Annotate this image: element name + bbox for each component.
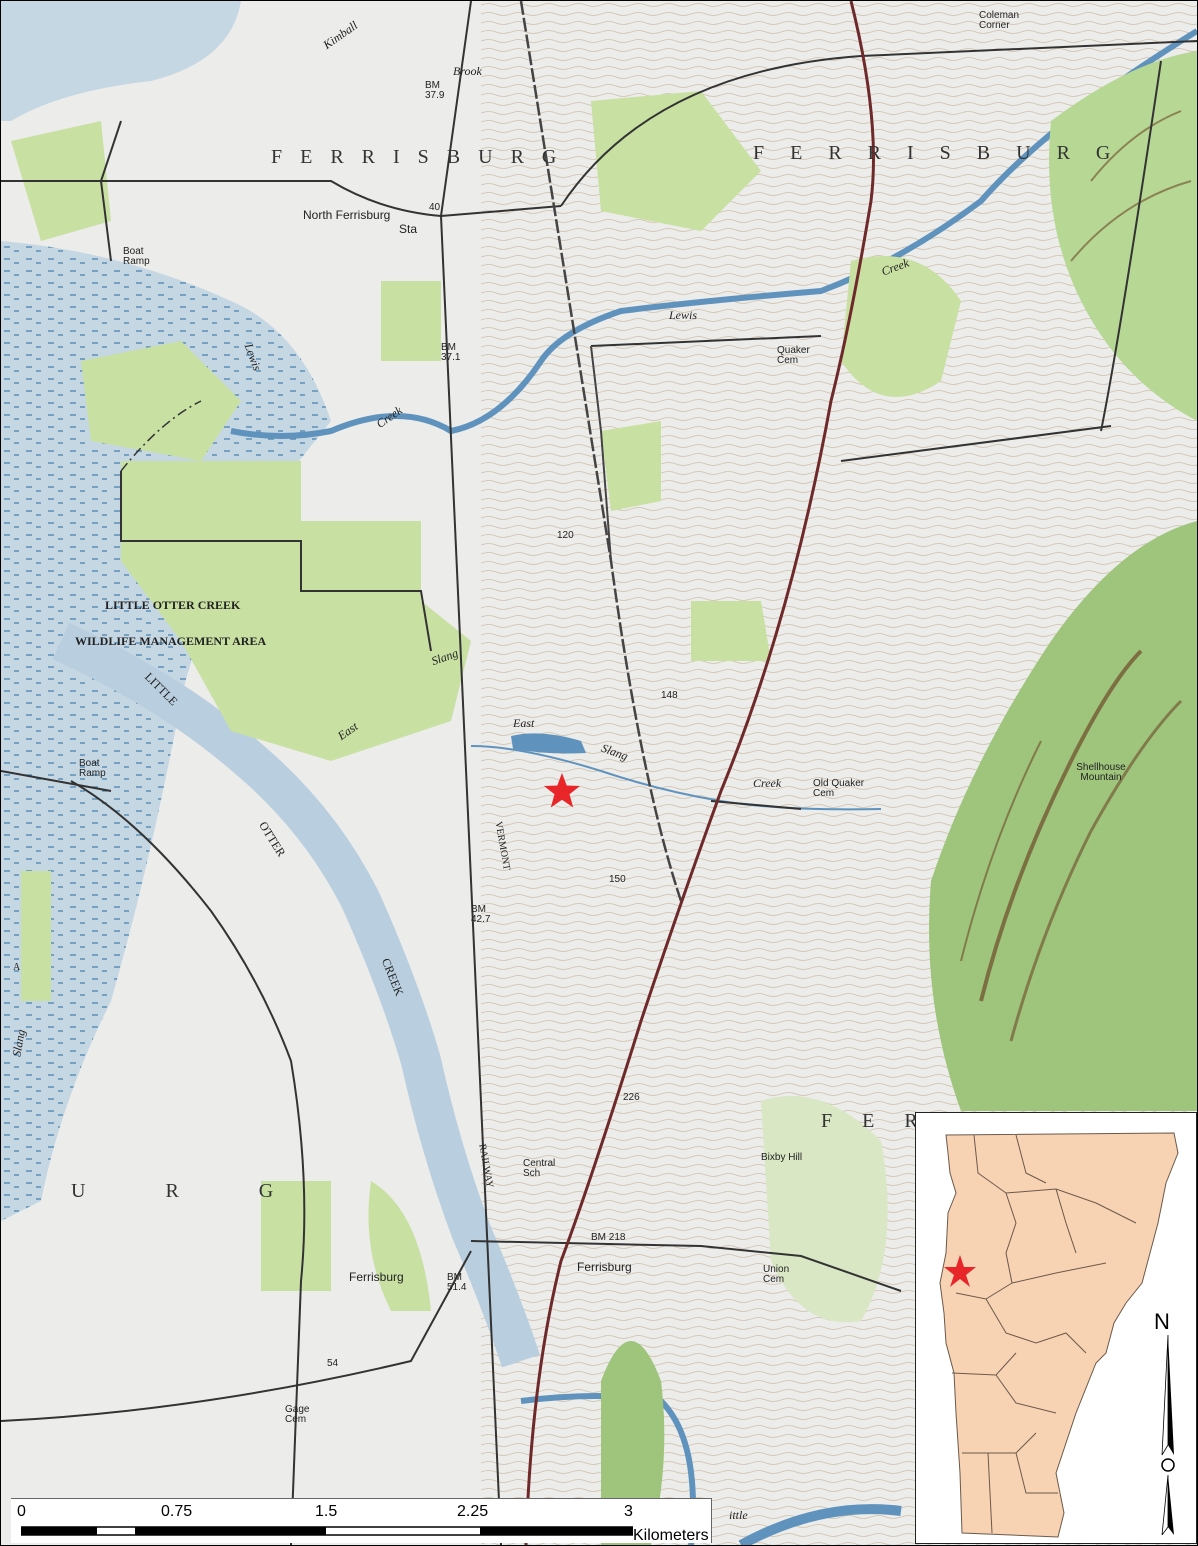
edge-letter-a: A xyxy=(13,962,21,973)
shellhouse-mountain-label: Shellhouse Mountain xyxy=(1076,762,1126,783)
elevation-150: 150 xyxy=(609,874,626,885)
scale-units-label: Kilometers xyxy=(633,1527,709,1544)
bixby-hill-label: Bixby Hill xyxy=(761,1152,803,1163)
scale-tick-3: 3 xyxy=(624,1503,633,1520)
brook-label: Brook xyxy=(453,64,482,78)
south-river xyxy=(738,1504,902,1545)
gage-cem-label: Gage Cem xyxy=(285,1404,310,1425)
elevation-120: 120 xyxy=(557,530,574,541)
town-label-urg: URG xyxy=(71,1180,354,1202)
scale-tick-0: 0 xyxy=(17,1503,26,1520)
place-label-station: Sta xyxy=(399,222,418,236)
scale-bar-segments xyxy=(21,1526,633,1536)
scale-bar: 0 0.75 1.5 2.25 3 Kilometers xyxy=(11,1498,712,1544)
wma-label-line-2: WILDLIFE MANAGEMENT AREA xyxy=(75,634,267,648)
place-label-north-ferrisburg: North Ferrisburg xyxy=(303,208,391,222)
shellhouse-mountain-forest xyxy=(929,521,1197,1111)
bm-51-label: BM 51.4 xyxy=(447,1272,467,1293)
bm-42-label: BM 42.7 xyxy=(471,904,491,925)
inset-locator-map: N xyxy=(915,1112,1197,1544)
east-slang-pond xyxy=(511,733,586,754)
little-otter-creek xyxy=(52,622,540,1368)
vermont-state-outline xyxy=(939,1132,1179,1538)
north-arrow-icon xyxy=(1161,1335,1175,1535)
study-site-star-icon[interactable] xyxy=(542,771,582,811)
coleman-corner-label: Coleman Corner xyxy=(979,10,1020,31)
union-cem-label: Union Cem xyxy=(763,1264,790,1285)
wma-label-line-1: LITTLE OTTER CREEK xyxy=(105,598,241,612)
bm-218-label: BM 218 xyxy=(591,1232,626,1243)
elevation-148: 148 xyxy=(661,690,678,701)
north-label: N xyxy=(1154,1309,1170,1334)
bm-379-label: BM 37.9 xyxy=(425,80,445,101)
elevation-226: 226 xyxy=(623,1092,640,1103)
forest-areas xyxy=(11,91,961,1311)
old-quaker-cem-label: Old Quaker Cem xyxy=(813,778,865,799)
quaker-cem-label: Quaker Cem xyxy=(777,345,810,366)
boat-ramp-north-label: Boat Ramp xyxy=(123,246,150,267)
lake-bay-north xyxy=(1,1,241,121)
scale-tick-225: 2.25 xyxy=(457,1503,489,1520)
ferrisburg-village-label-west: Ferrisburg xyxy=(349,1270,404,1284)
route-7-highway xyxy=(524,1,875,1545)
inset-location-star-icon xyxy=(944,1255,976,1287)
ferrisburg-village-label: Ferrisburg xyxy=(577,1260,632,1274)
east-slang-east-label-1: East xyxy=(513,716,535,730)
east-slang-east-label-3: Creek xyxy=(753,776,782,790)
lewis-creek-east-label-1: Lewis xyxy=(669,308,698,322)
ittle-fragment-label: ittle xyxy=(729,1508,748,1522)
boat-ramp-west-label: Boat Ramp xyxy=(79,758,106,779)
elevation-54: 54 xyxy=(327,1358,339,1369)
town-label-ferrisburg-west: FERRISBURG xyxy=(271,146,575,168)
elevation-40: 40 xyxy=(429,202,441,213)
railway xyxy=(519,1,683,902)
central-school-label: Central Sch xyxy=(523,1158,556,1179)
scale-tick-15: 1.5 xyxy=(315,1503,338,1520)
town-label-ferrisburg-east: FERRISBURG xyxy=(753,142,1137,164)
scale-tick-075: 0.75 xyxy=(161,1503,193,1520)
bm-37-label: BM 37.1 xyxy=(441,342,461,363)
lewis-creek xyxy=(230,28,1197,439)
